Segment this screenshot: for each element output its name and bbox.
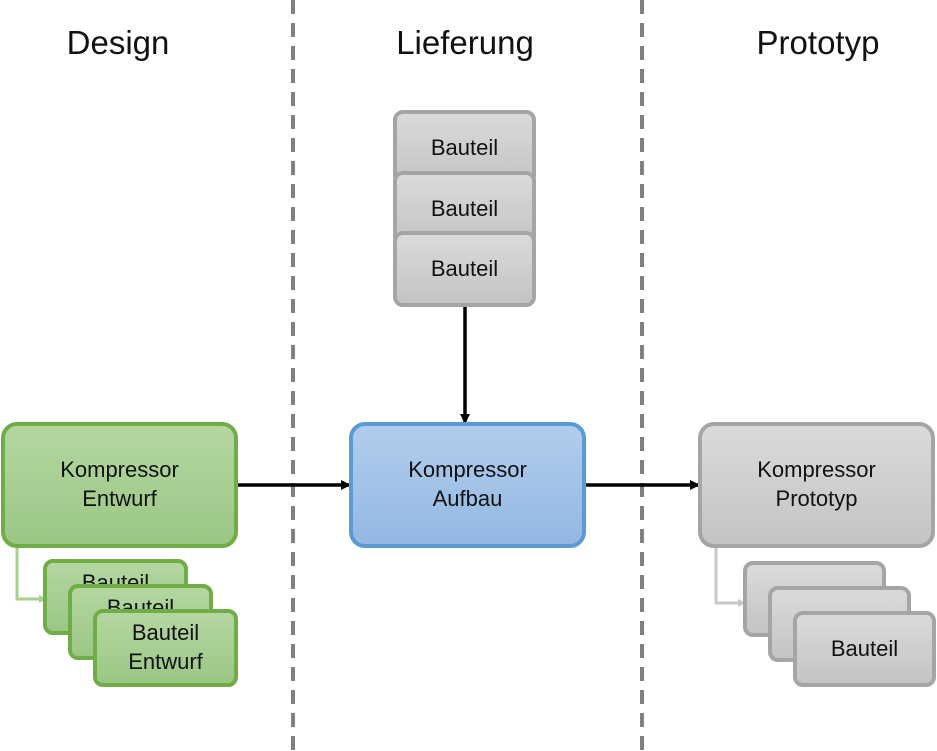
aufbau-compressor-box: Kompressor Aufbau xyxy=(349,422,586,548)
design-part-front: Bauteil Entwurf xyxy=(93,609,238,687)
column-title-design: Design xyxy=(66,24,170,61)
lieferung-part-3: Bauteil xyxy=(393,231,536,307)
design-compressor-line2: Entwurf xyxy=(82,486,157,511)
prototyp-part-front-label: Bauteil xyxy=(830,635,899,661)
column-title-lieferung: Lieferung xyxy=(396,24,534,61)
prototyp-compressor-box: Kompressor Prototyp xyxy=(698,422,935,548)
aufbau-compressor-line1: Kompressor xyxy=(408,457,527,483)
design-compressor-line1: Kompressor xyxy=(60,457,179,483)
column-title-prototyp: Prototyp xyxy=(756,24,880,61)
lieferung-part-1-label: Bauteil xyxy=(430,134,499,160)
arrow-design-to-parts xyxy=(15,547,47,603)
prototyp-compressor-line2: Prototyp xyxy=(775,486,858,511)
design-compressor-box: Kompressor Entwurf xyxy=(1,422,238,548)
design-part-front-line2: Entwurf xyxy=(128,649,203,674)
lieferung-part-3-label: Bauteil xyxy=(430,255,499,281)
lieferung-part-2-label: Bauteil xyxy=(430,195,499,221)
prototyp-compressor-line1: Kompressor xyxy=(757,457,876,483)
design-part-front-line1: Bauteil xyxy=(131,620,200,646)
prototyp-part-front: Bauteil xyxy=(793,611,936,687)
aufbau-compressor-line2: Aufbau xyxy=(432,486,503,511)
arrow-prototyp-to-parts xyxy=(714,547,746,607)
